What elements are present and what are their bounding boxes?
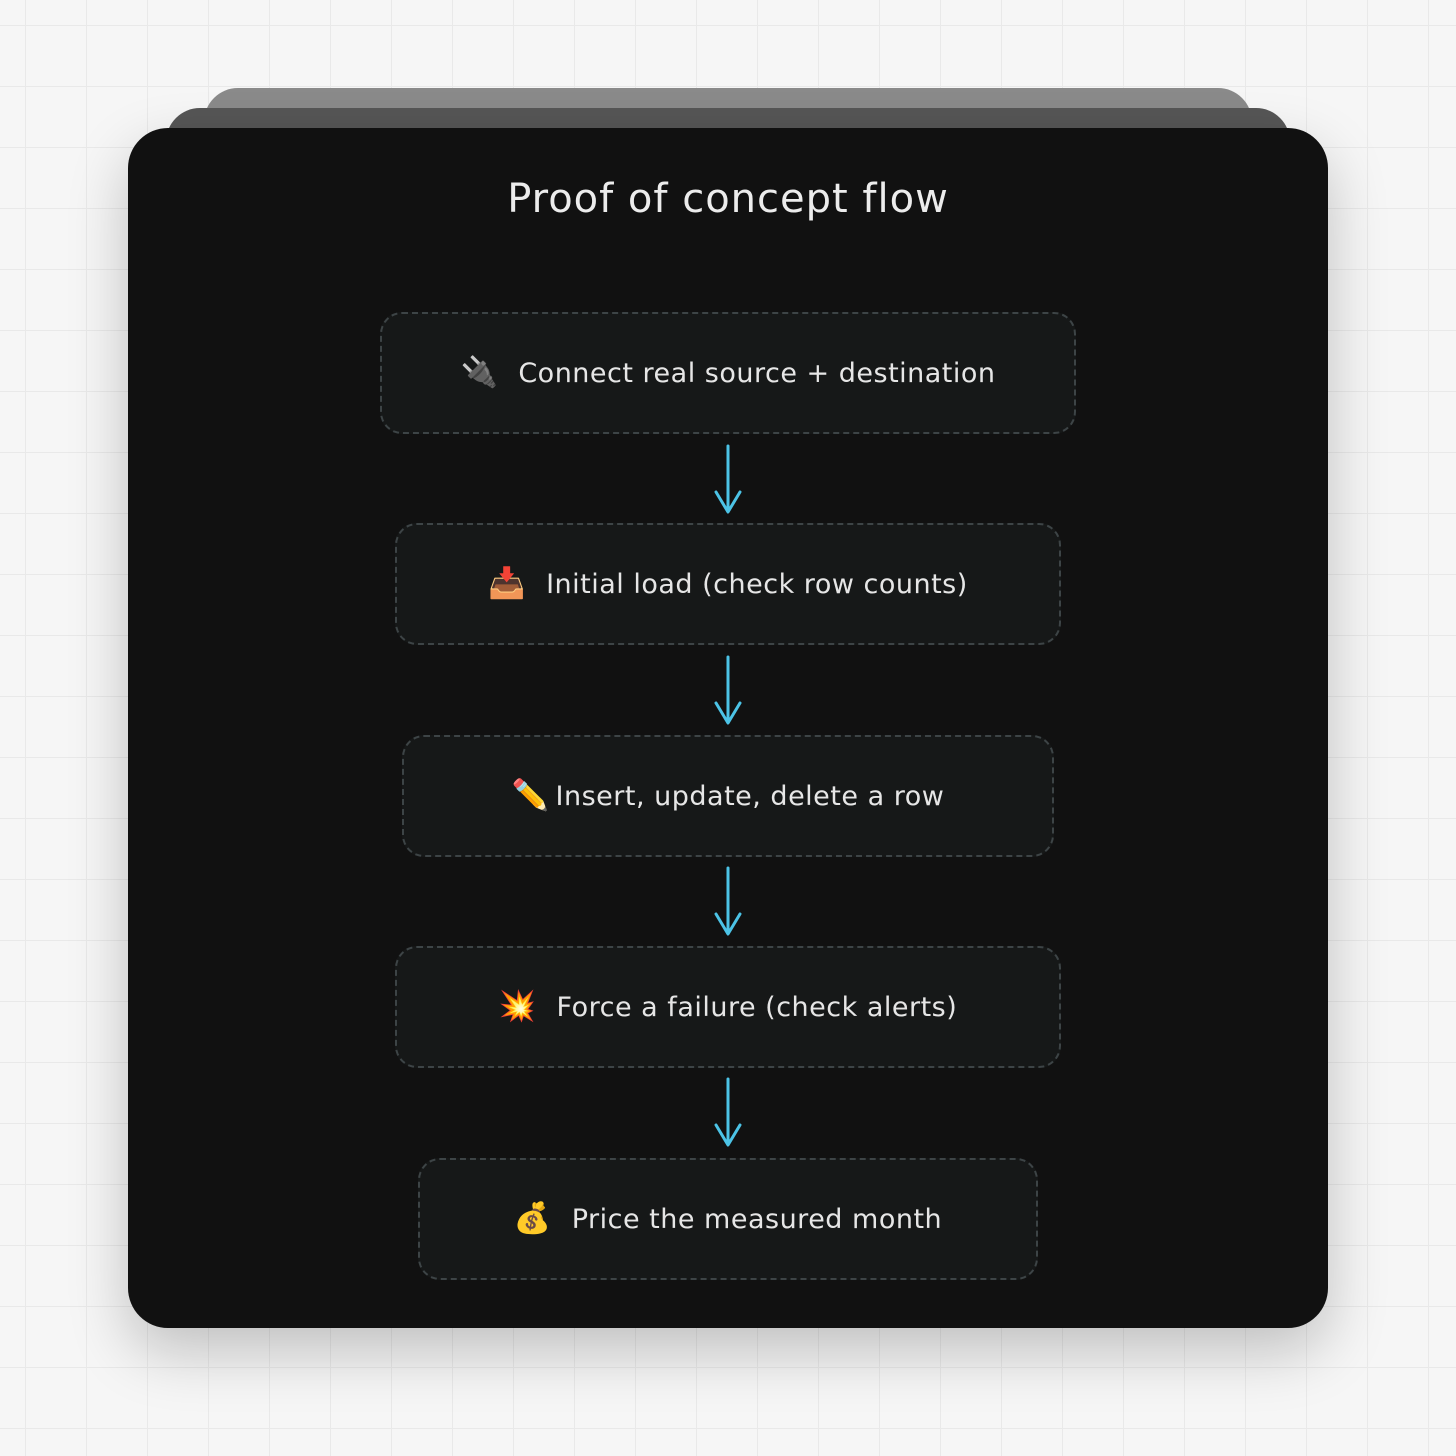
flow-arrow-4 xyxy=(714,1077,742,1147)
flow-arrow-1 xyxy=(714,444,742,514)
inbox-tray-icon: 📥 xyxy=(488,566,527,601)
plug-icon: 🔌 xyxy=(460,355,499,390)
pencil-icon: ✏️ xyxy=(511,778,550,813)
collision-icon: 💥 xyxy=(498,989,537,1024)
flow-step-connect: 🔌 Connect real source + destination xyxy=(380,312,1076,434)
flow-arrow-2 xyxy=(714,655,742,725)
flow-step-force-failure: 💥 Force a failure (check alerts) xyxy=(395,946,1061,1068)
diagram-title: Proof of concept flow xyxy=(507,176,949,222)
flow-step-initial-load: 📥 Initial load (check row counts) xyxy=(395,523,1061,645)
flow-step-insert-update-delete: ✏️ Insert, update, delete a row xyxy=(402,735,1054,857)
flow-step-label: Insert, update, delete a row xyxy=(555,780,945,812)
flow-step-label: Initial load (check row counts) xyxy=(546,568,968,600)
flow-step-label: Force a failure (check alerts) xyxy=(556,991,958,1023)
money-bag-icon: 💰 xyxy=(513,1201,552,1236)
flow-step-label: Price the measured month xyxy=(571,1203,943,1235)
flow-arrow-3 xyxy=(714,866,742,936)
flow-step-price-month: 💰 Price the measured month xyxy=(418,1158,1038,1280)
flow-step-label: Connect real source + destination xyxy=(518,357,996,389)
